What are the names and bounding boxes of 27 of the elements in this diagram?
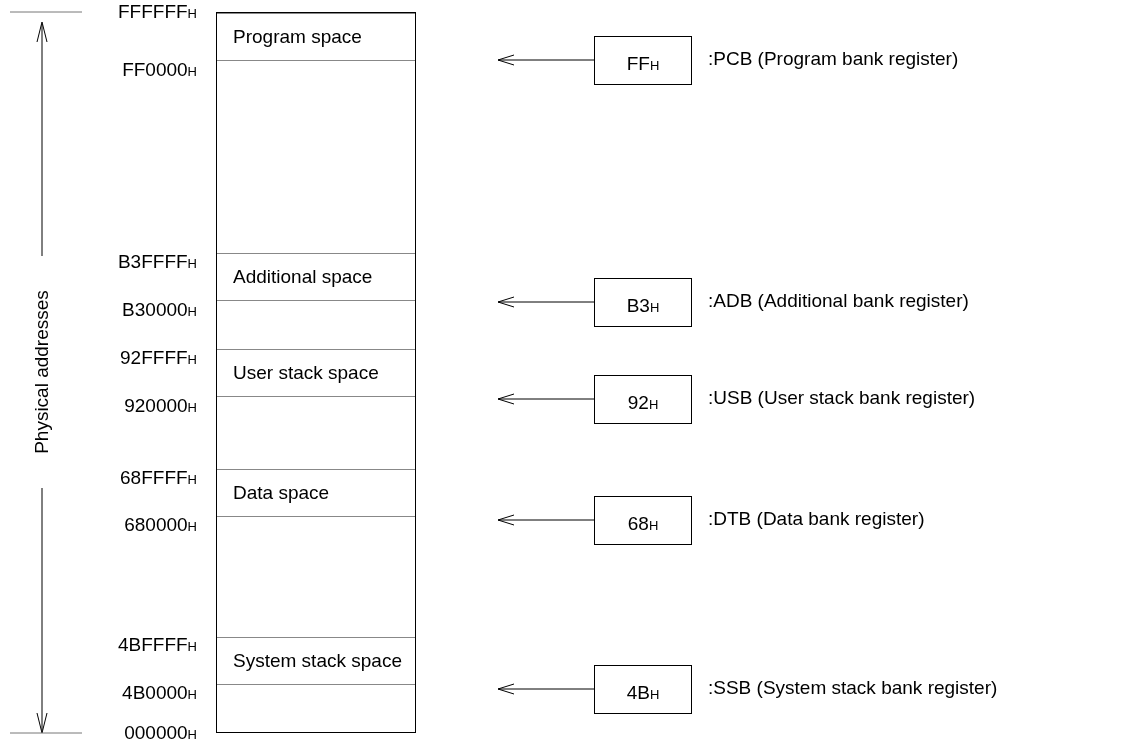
region-name: User stack space <box>233 362 379 384</box>
memory-region-band <box>217 253 415 301</box>
arrow <box>497 296 595 308</box>
register-description: :PCB (Program bank register) <box>708 48 959 70</box>
register-description: :DTB (Data bank register) <box>708 508 925 530</box>
register-description: :SSB (System stack bank register) <box>708 677 998 699</box>
register-description: :ADB (Additional bank register) <box>708 290 969 312</box>
arrow <box>497 54 595 66</box>
region-name: Data space <box>233 482 330 504</box>
arrow <box>497 393 595 405</box>
register-box <box>594 36 692 85</box>
register-box <box>594 375 692 424</box>
register-box <box>594 665 692 714</box>
arrow <box>497 514 595 526</box>
memory-region-band <box>217 637 415 685</box>
memory-region-band <box>217 469 415 517</box>
memory-map-box <box>216 12 416 733</box>
region-name: System stack space <box>233 650 402 672</box>
register-box <box>594 496 692 545</box>
register-description: :USB (User stack bank register) <box>708 387 976 409</box>
memory-region-band <box>217 13 415 61</box>
memory-region-band <box>217 349 415 397</box>
region-name: Program space <box>233 26 362 48</box>
arrow <box>497 683 595 695</box>
register-box <box>594 278 692 327</box>
axis-title: Physical addresses <box>31 289 53 456</box>
region-name: Additional space <box>233 266 373 288</box>
